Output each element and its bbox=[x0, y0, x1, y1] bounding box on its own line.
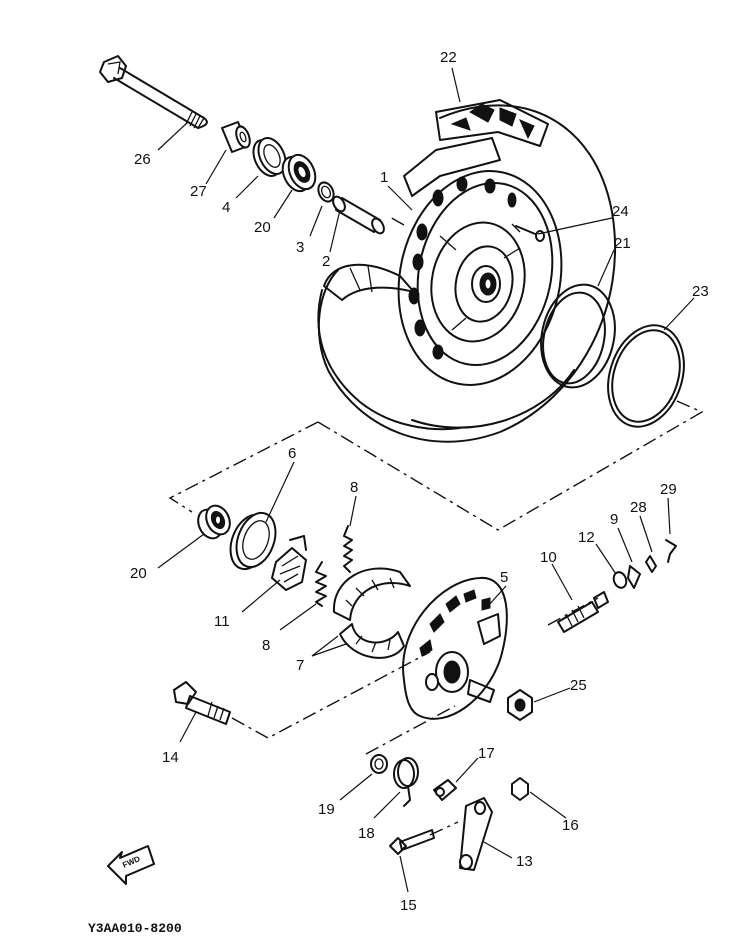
part-bearing-lower bbox=[197, 504, 231, 540]
part-camshaft-lever bbox=[459, 797, 493, 871]
part-oil-seal bbox=[252, 137, 287, 177]
callout-25: 25 bbox=[570, 677, 587, 694]
callout-20-upper: 20 bbox=[254, 219, 271, 236]
part-washer-19 bbox=[370, 754, 388, 774]
callout-11: 11 bbox=[214, 613, 230, 630]
callout-leader-lines bbox=[157, 67, 695, 893]
part-meter-drive bbox=[557, 591, 609, 633]
callout-8-lower: 8 bbox=[262, 637, 270, 654]
callout-21: 21 bbox=[614, 235, 631, 252]
part-brake-plate bbox=[402, 576, 508, 720]
callout-29: 29 bbox=[660, 481, 677, 498]
callout-8-upper: 8 bbox=[350, 479, 358, 496]
callout-19: 19 bbox=[318, 801, 335, 818]
part-washer-12 bbox=[612, 571, 628, 589]
callout-7: 7 bbox=[296, 657, 304, 674]
diagram-code: Y3AA010-8200 bbox=[88, 921, 182, 936]
callout-24: 24 bbox=[612, 203, 629, 220]
callout-5: 5 bbox=[500, 569, 508, 586]
part-torsion-spring bbox=[393, 757, 419, 807]
part-bearing-upper bbox=[281, 153, 317, 193]
callout-1: 1 bbox=[380, 169, 388, 186]
callout-18: 18 bbox=[358, 825, 375, 842]
part-oil-seal-lower bbox=[229, 511, 277, 571]
callout-3: 3 bbox=[296, 239, 304, 256]
part-axle-bolt bbox=[99, 55, 208, 129]
callout-13: 13 bbox=[516, 853, 533, 870]
part-brake-camshaft bbox=[173, 681, 231, 725]
callout-15: 15 bbox=[400, 897, 417, 914]
callout-16: 16 bbox=[562, 817, 579, 834]
callout-14: 14 bbox=[162, 749, 179, 766]
part-brake-shoes bbox=[332, 567, 411, 659]
callout-22: 22 bbox=[440, 49, 457, 66]
part-meter-gear bbox=[271, 535, 307, 591]
callout-26: 26 bbox=[134, 151, 151, 168]
part-collar bbox=[221, 121, 251, 153]
part-small-clips bbox=[627, 539, 677, 589]
part-rim-band bbox=[540, 283, 616, 389]
callout-17: 17 bbox=[478, 745, 495, 762]
callout-2: 2 bbox=[322, 253, 330, 270]
part-nut-16 bbox=[511, 777, 529, 801]
part-spacer bbox=[332, 195, 385, 235]
callout-27: 27 bbox=[190, 183, 207, 200]
callout-23: 23 bbox=[692, 283, 709, 300]
part-nut-25 bbox=[507, 689, 533, 721]
callout-4: 4 bbox=[222, 199, 230, 216]
callout-labels: 1 2 3 4 5 6 7 8 8 9 10 11 12 13 14 15 16… bbox=[130, 49, 709, 914]
part-circlip-3 bbox=[317, 181, 335, 203]
callout-6: 6 bbox=[288, 445, 296, 462]
part-wheel-and-tire bbox=[317, 99, 617, 443]
part-bolt-15 bbox=[389, 829, 435, 855]
callout-20-lower: 20 bbox=[130, 565, 147, 582]
callout-9: 9 bbox=[610, 511, 618, 528]
part-springs bbox=[315, 525, 353, 607]
part-plate bbox=[433, 779, 457, 801]
callout-10: 10 bbox=[540, 549, 557, 566]
part-valve bbox=[511, 223, 545, 242]
callout-28: 28 bbox=[630, 499, 647, 516]
part-o-ring bbox=[607, 324, 685, 428]
forward-arrow-icon: FWD bbox=[107, 845, 155, 885]
callout-12: 12 bbox=[578, 529, 595, 546]
